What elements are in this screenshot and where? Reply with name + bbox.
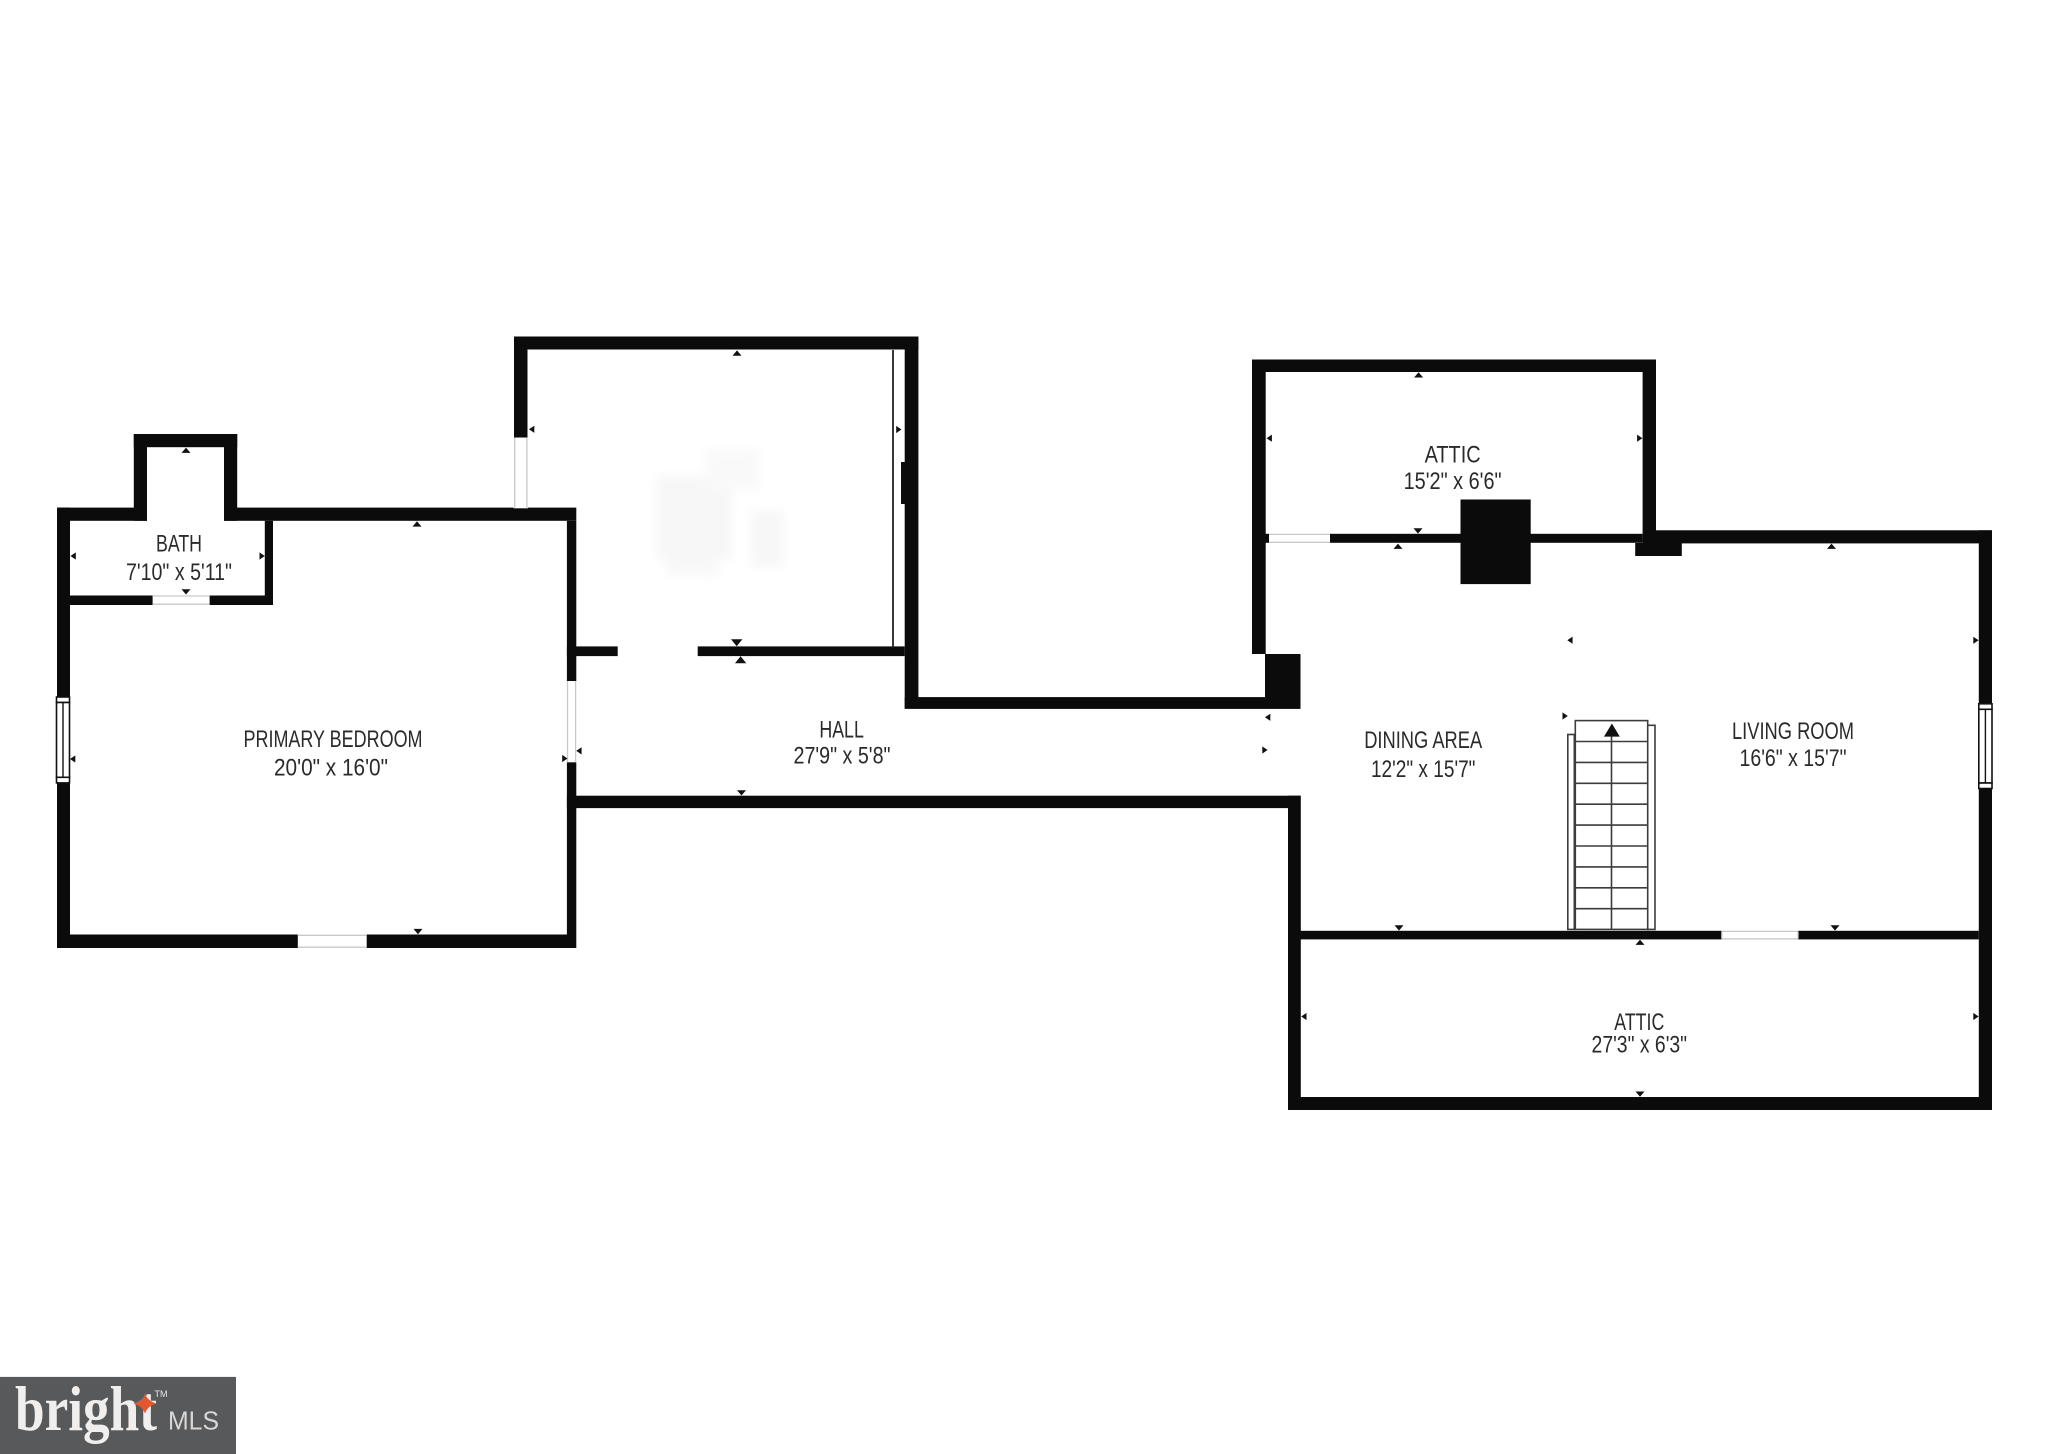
svg-text:12'2" x 15'7": 12'2" x 15'7" bbox=[1371, 756, 1476, 783]
svg-text:27'9" x 5'8": 27'9" x 5'8" bbox=[794, 743, 891, 770]
svg-text:ATTIC: ATTIC bbox=[1425, 441, 1481, 468]
svg-text:bright: bright bbox=[15, 1373, 158, 1444]
svg-text:LIVING ROOM: LIVING ROOM bbox=[1732, 718, 1854, 745]
svg-text:BATH: BATH bbox=[156, 531, 202, 558]
svg-text:7'10" x 5'11": 7'10" x 5'11" bbox=[126, 559, 232, 586]
svg-text:HALL: HALL bbox=[819, 717, 864, 744]
svg-text:16'6" x 15'7": 16'6" x 15'7" bbox=[1740, 745, 1847, 772]
svg-text:MLS: MLS bbox=[168, 1405, 219, 1435]
svg-text:27'3" x 6'3": 27'3" x 6'3" bbox=[1592, 1032, 1688, 1059]
svg-text:DINING AREA: DINING AREA bbox=[1364, 727, 1482, 754]
svg-text:20'0" x 16'0": 20'0" x 16'0" bbox=[274, 755, 388, 782]
svg-text:PRIMARY BEDROOM: PRIMARY BEDROOM bbox=[244, 726, 423, 753]
svg-text:15'2" x 6'6": 15'2" x 6'6" bbox=[1404, 468, 1502, 495]
svg-text:ATTIC: ATTIC bbox=[1614, 1009, 1664, 1036]
svg-text:TM: TM bbox=[155, 1389, 168, 1399]
